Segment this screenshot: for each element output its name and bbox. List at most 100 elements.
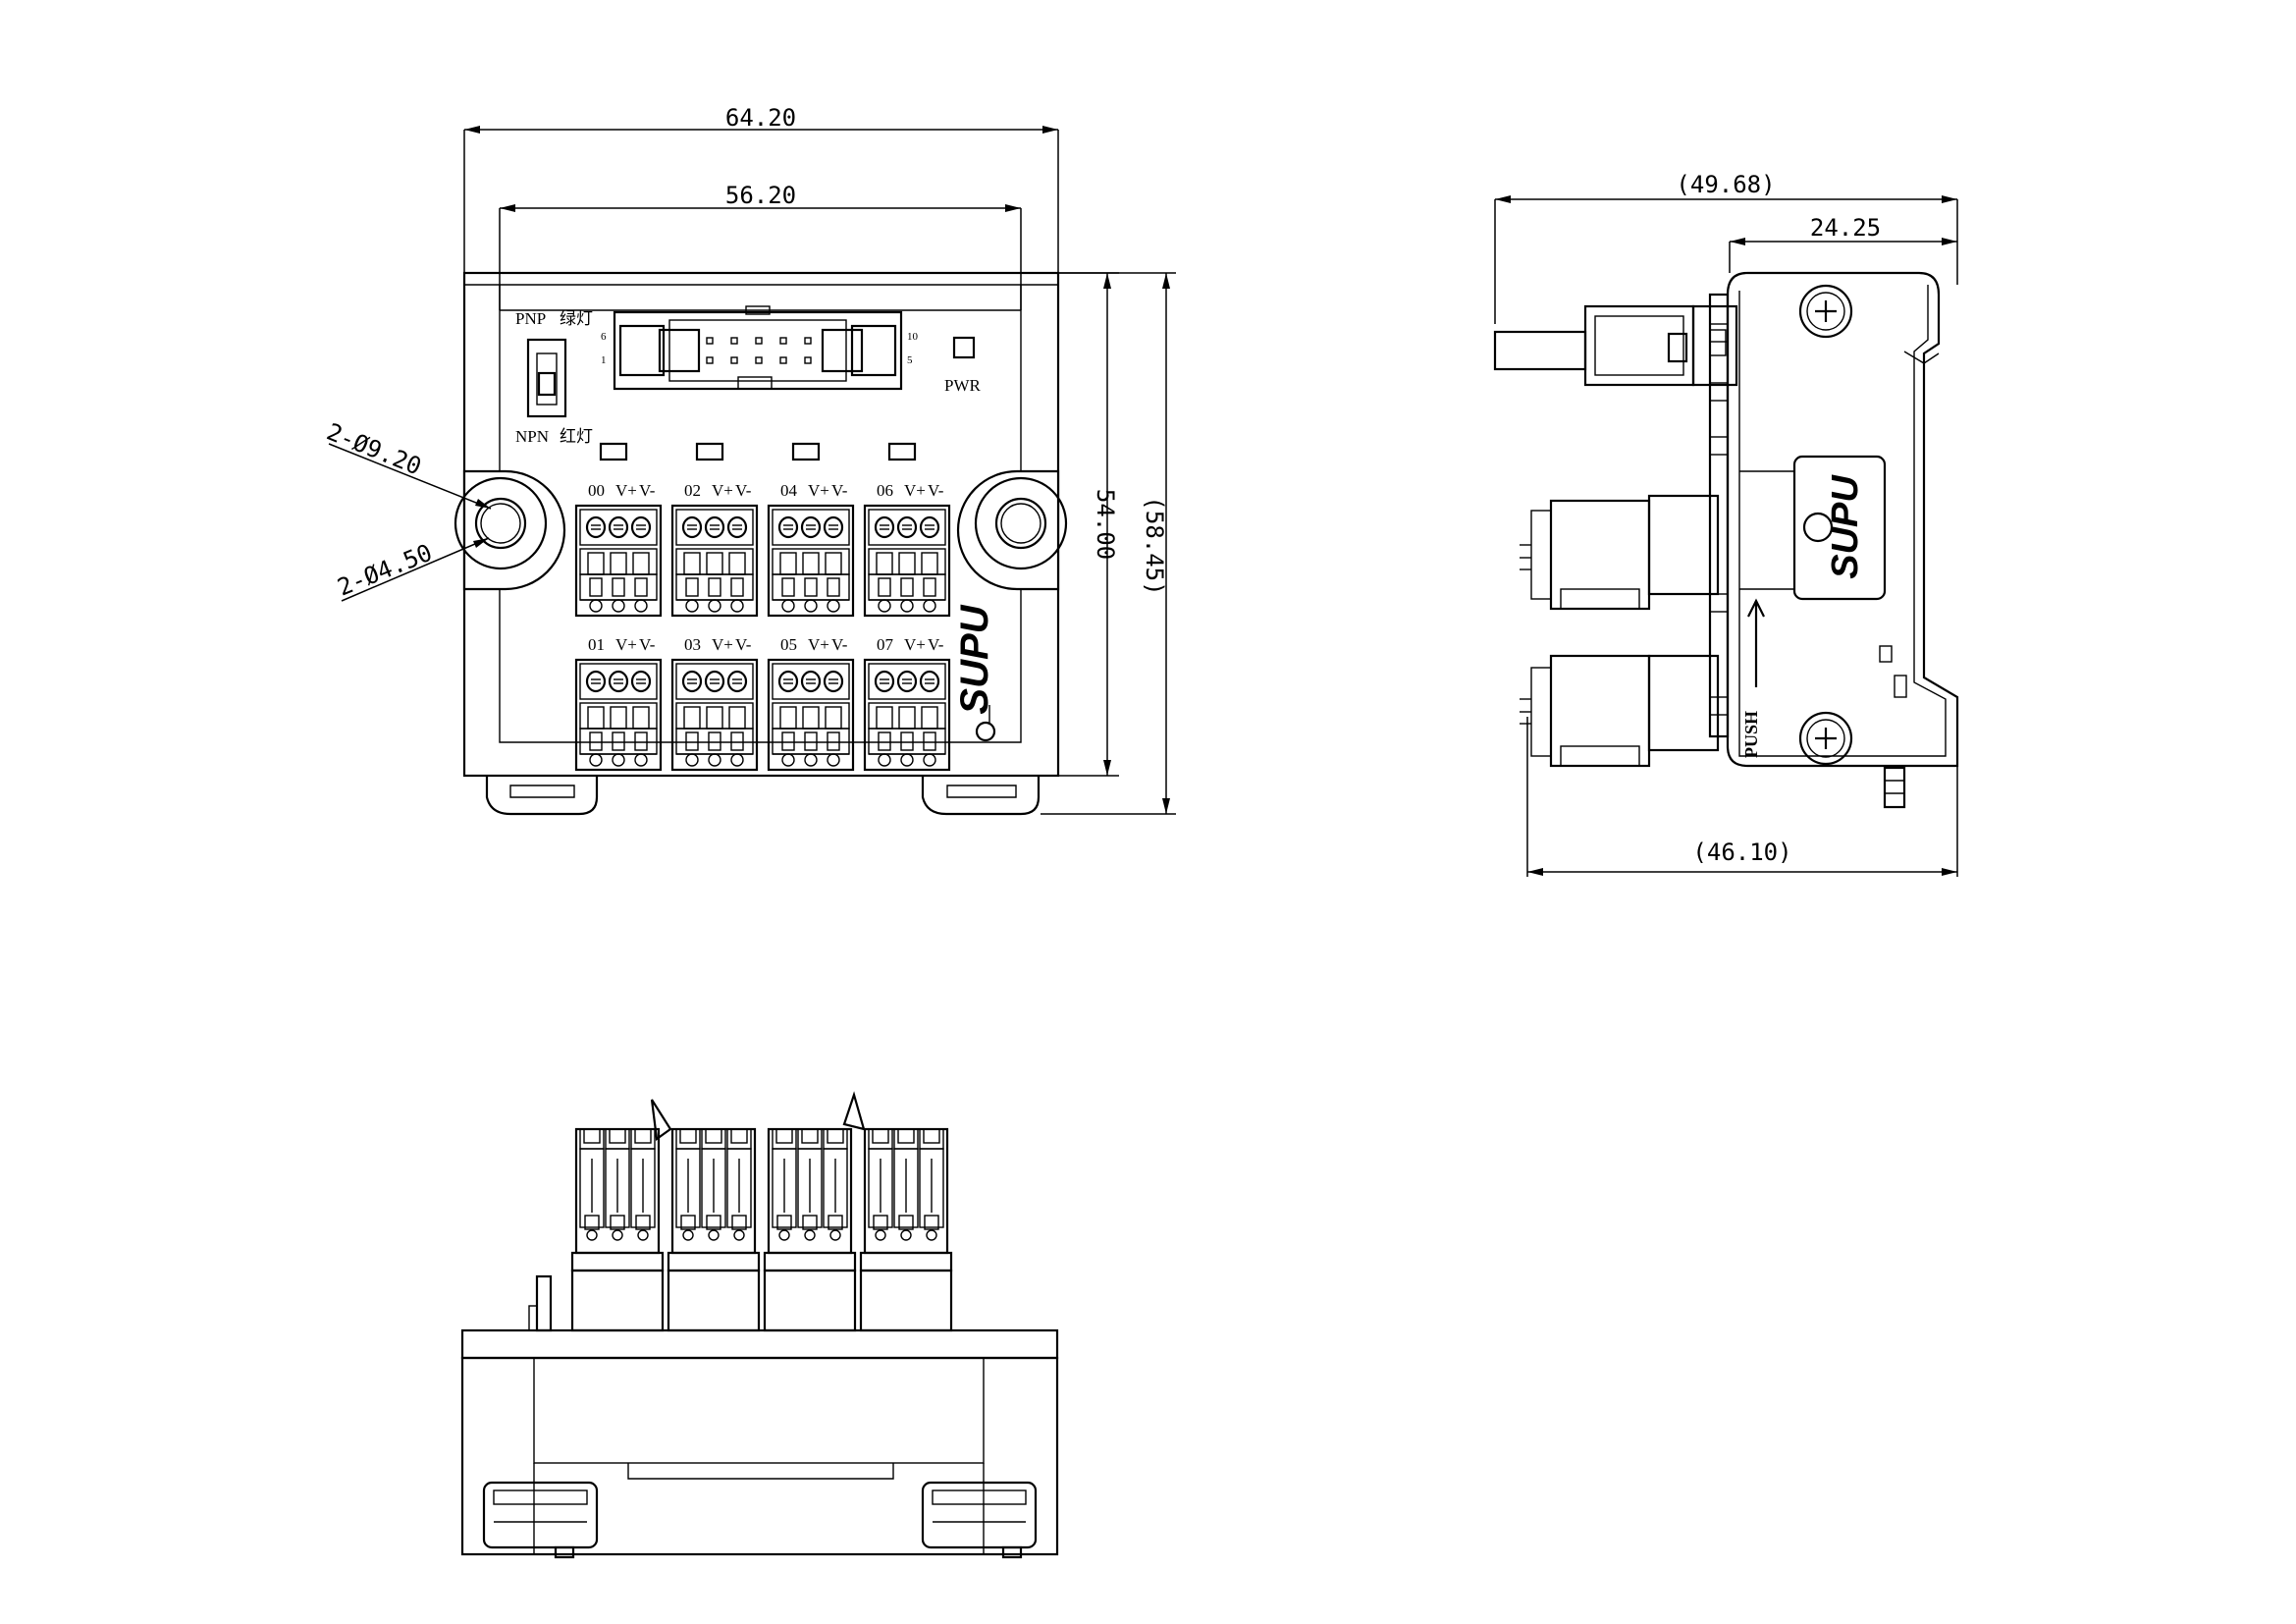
din-clip-left	[485, 776, 599, 816]
npn-label: NPN	[515, 427, 549, 446]
dimension-base-depth: (46.10)	[1526, 717, 1958, 877]
terminal-release-button	[704, 670, 725, 693]
dim-label-hole-4-50: 2-Ø4.50	[334, 539, 436, 602]
terminal-release-button	[874, 670, 895, 693]
mounting-hole-left	[454, 469, 566, 591]
idc-connector: 6 1 10 5	[601, 305, 919, 391]
terminal-wire-hole	[612, 753, 625, 767]
terminal-wire-hole	[730, 599, 744, 613]
terminal-vminus-label: V-	[735, 481, 752, 500]
front-din-clip-left	[482, 1481, 599, 1559]
side-view: (49.68) 24.25 (46.10)	[1493, 171, 1959, 877]
terminal-wire-hole	[589, 753, 603, 767]
terminal-channel-label: 07	[877, 635, 894, 654]
pin-label-10: 10	[907, 331, 919, 343]
terminal-channel-label: 03	[684, 635, 701, 654]
terminal-wire-hole	[827, 753, 840, 767]
pnp-green-led-label: 绿灯	[560, 309, 593, 328]
terminal-wire-hole	[900, 753, 914, 767]
terminal-vplus-label: V+	[615, 481, 637, 500]
terminal-release-button	[630, 515, 652, 539]
terminal-wire-hole	[685, 599, 699, 613]
brand-text-side: SUPU	[1825, 474, 1866, 579]
terminal-release-button	[726, 670, 748, 693]
dim-label-56-20: 56.20	[725, 182, 796, 209]
terminal-wire-hole	[708, 599, 721, 613]
terminal-vplus-label: V+	[904, 481, 926, 500]
push-arrow: PUSH	[1741, 598, 1765, 758]
terminal-wire-hole	[589, 599, 603, 613]
idc-pin-grid	[706, 337, 812, 364]
brand-icon-side	[1802, 512, 1834, 543]
terminal-release-button	[874, 515, 895, 539]
pwr-label: PWR	[944, 376, 982, 395]
terminal-vplus-label: V+	[904, 635, 926, 654]
front-view	[460, 1091, 1059, 1559]
led-ch-6	[887, 442, 917, 461]
terminal-wire-hole	[781, 599, 795, 613]
pwr-led	[952, 336, 976, 359]
terminal-wire-hole	[923, 599, 936, 613]
terminal-vplus-label: V+	[808, 635, 829, 654]
dim-label-54-00: 54.00	[1092, 489, 1119, 560]
dimension-inner-width: 56.20	[499, 182, 1022, 310]
dim-label-58-45: (58.45)	[1141, 496, 1168, 595]
terminal-vplus-label: V+	[615, 635, 637, 654]
npn-red-led-label: 红灯	[560, 427, 593, 446]
terminal-channel-label: 01	[588, 635, 605, 654]
brand-logo-top-view: SUPU	[953, 604, 996, 742]
dimension-height-total: (58.45)	[1041, 272, 1176, 815]
dimension-height: 54.00	[1058, 272, 1119, 777]
led-ch-2	[695, 442, 724, 461]
terminal-channel-label: 06	[877, 481, 893, 500]
front-housing-top	[460, 1328, 1059, 1360]
terminal-release-button	[800, 670, 822, 693]
front-side-pin	[535, 1274, 553, 1332]
dim-label-49-68: (49.68)	[1676, 171, 1775, 198]
terminal-wire-hole	[685, 753, 699, 767]
terminal-vminus-label: V-	[831, 635, 848, 654]
dimension-bracket: 24.25	[1729, 214, 1957, 273]
terminal-side-upper	[1520, 494, 1720, 611]
front-terminal-stack	[859, 1127, 953, 1332]
pin-label-6: 6	[601, 331, 607, 343]
dimension-total-depth: (49.68)	[1494, 171, 1958, 324]
terminal-vminus-label: V-	[928, 481, 944, 500]
side-logo-plate: SUPU	[1739, 455, 1887, 601]
din-bracket	[1726, 271, 1959, 809]
dim-label-hole-9-20: 2-Ø9.20	[323, 418, 425, 481]
terminal-vplus-label: V+	[712, 481, 733, 500]
terminal-wire-hole	[804, 599, 818, 613]
terminal-release-button	[726, 515, 748, 539]
idc-connector-side	[1493, 304, 1738, 387]
screw-bottom	[1798, 711, 1853, 766]
terminal-wire-hole	[634, 753, 648, 767]
terminal-wire-hole	[612, 599, 625, 613]
dim-label-64-20: 64.20	[725, 104, 796, 132]
terminal-wire-hole	[878, 599, 891, 613]
terminal-release-button	[823, 515, 844, 539]
terminal-release-button	[919, 515, 940, 539]
channel-leds	[599, 442, 917, 461]
terminal-wire-hole	[781, 753, 795, 767]
terminal-release-button	[704, 515, 725, 539]
pin-label-5: 5	[907, 354, 913, 366]
terminal-release-button	[585, 670, 607, 693]
housing-inner-frame-lower	[499, 589, 1022, 743]
front-terminal-blocks	[570, 1127, 953, 1332]
pin-label-1: 1	[601, 354, 607, 366]
terminal-vminus-label: V-	[735, 635, 752, 654]
terminal-release-button	[608, 670, 629, 693]
terminal-wire-hole	[827, 599, 840, 613]
terminal-release-button	[777, 515, 799, 539]
terminal-wire-hole	[804, 753, 818, 767]
front-din-clip-right	[921, 1481, 1038, 1559]
mounting-hole-right	[956, 469, 1068, 591]
